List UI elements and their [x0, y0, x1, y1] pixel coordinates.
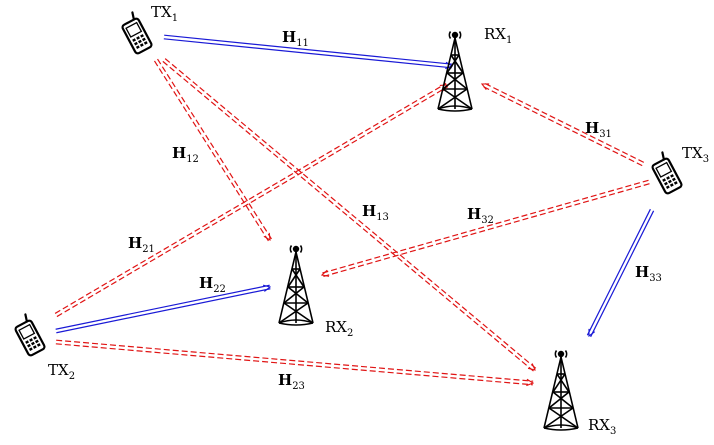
- rx1-node: RX1: [437, 25, 512, 112]
- link-label-h33: H33: [635, 263, 662, 284]
- tx2-node: TX2: [10, 312, 75, 382]
- link-label-subscript: 32: [481, 215, 494, 226]
- link-label-subscript: 12: [186, 154, 199, 165]
- link-h11: [163, 34, 452, 68]
- rx1-label: RX1: [484, 25, 512, 46]
- cell-tower-icon: [437, 30, 473, 112]
- node-label-base: TX: [48, 361, 69, 379]
- link-label-h21: H21: [128, 234, 155, 255]
- node-label-subscript: 1: [172, 13, 178, 24]
- node-label-subscript: 3: [610, 426, 616, 437]
- link-label-base: H: [278, 371, 292, 389]
- link-h32: [322, 179, 650, 278]
- link-label-subscript: 23: [292, 381, 305, 392]
- tx3-label: TX3: [682, 144, 709, 165]
- link-label-h23: H23: [278, 371, 305, 392]
- link-h33: [586, 208, 655, 337]
- link-h22: [55, 285, 271, 334]
- link-label-h22: H22: [199, 274, 226, 295]
- rx2-label: RX2: [325, 318, 353, 339]
- node-label-subscript: 2: [347, 328, 353, 339]
- link-label-subscript: 22: [213, 284, 226, 295]
- link-label-subscript: 21: [142, 244, 155, 255]
- link-label-base: H: [199, 274, 213, 292]
- link-h23: [55, 339, 533, 385]
- link-label-h11: H11: [282, 28, 309, 49]
- tx3-node: TX3: [647, 144, 709, 196]
- link-label-base: H: [172, 144, 186, 162]
- link-h21: [54, 82, 449, 318]
- node-label-base: TX: [151, 3, 172, 21]
- rx2-node: RX2: [278, 244, 353, 339]
- link-label-subscript: 33: [649, 273, 662, 284]
- link-label-h32: H32: [467, 205, 494, 226]
- tx1-label: TX1: [151, 3, 178, 24]
- link-label-base: H: [635, 263, 649, 281]
- node-label-subscript: 2: [69, 371, 75, 382]
- link-label-base: H: [585, 119, 599, 137]
- link-label-subscript: 11: [296, 38, 309, 49]
- cellphone-icon: [10, 312, 47, 358]
- cell-tower-icon: [278, 244, 314, 326]
- node-label-base: TX: [682, 144, 703, 162]
- node-label-base: RX: [484, 25, 506, 43]
- cellphone-icon: [117, 10, 154, 56]
- link-label-base: H: [362, 202, 376, 220]
- link-label-base: H: [282, 28, 296, 46]
- rx3-label: RX3: [588, 416, 616, 437]
- rx3-node: RX3: [543, 349, 616, 437]
- channel-links: [54, 34, 655, 385]
- tx2-label: TX2: [48, 361, 75, 382]
- node-label-subscript: 3: [703, 154, 709, 165]
- cell-tower-icon: [543, 349, 579, 431]
- cellphone-icon: [647, 150, 684, 196]
- link-label-h13: H13: [362, 202, 389, 223]
- node-label-base: RX: [325, 318, 347, 336]
- node-label-base: RX: [588, 416, 610, 434]
- node-label-subscript: 1: [506, 35, 512, 46]
- link-label-subscript: 13: [376, 212, 389, 223]
- link-h31: [481, 81, 645, 167]
- link-label-h31: H31: [585, 119, 612, 140]
- link-label-h12: H12: [172, 144, 199, 165]
- tx1-node: TX1: [117, 3, 178, 56]
- link-label-subscript: 31: [599, 129, 612, 140]
- link-label-base: H: [128, 234, 142, 252]
- link-label-base: H: [467, 205, 481, 223]
